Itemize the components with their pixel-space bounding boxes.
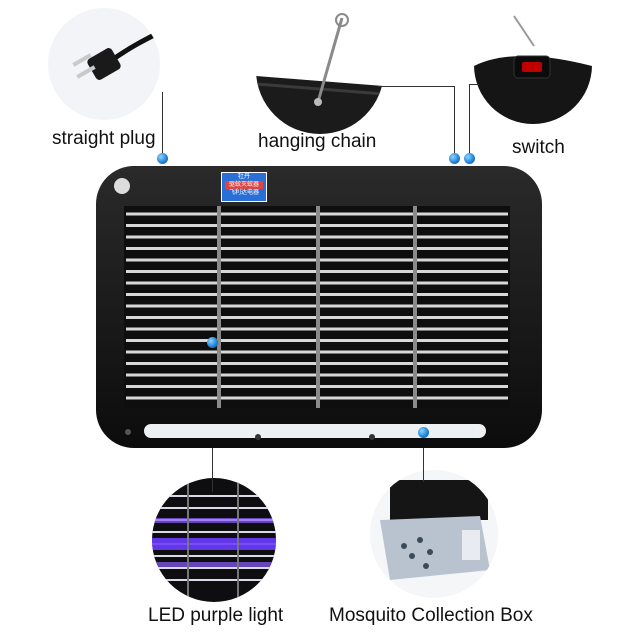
chain-icon: [256, 13, 384, 134]
chain-detail-circle: [256, 6, 384, 134]
product-badge: 牡丹 驱蚊灭蚊器 飞利达电器: [221, 172, 267, 202]
collection-box-icon: [380, 480, 490, 580]
plug-icon: [72, 29, 160, 80]
brand-logo: [114, 178, 130, 194]
chain-connector-h: [378, 86, 454, 87]
led-detail-circle: [152, 478, 276, 602]
chain-label: hanging chain: [258, 131, 377, 152]
plug-label: straight plug: [52, 128, 156, 149]
badge-top: 牡丹: [237, 173, 250, 180]
switch-label: switch: [512, 137, 565, 158]
chain-marker: [449, 153, 460, 164]
chain-connector-v: [454, 86, 455, 158]
badge-title: 驱蚊灭蚊器: [225, 181, 263, 189]
plug-connector: [162, 92, 163, 158]
switch-connector-v: [469, 84, 470, 158]
box-detail-circle: [370, 470, 498, 598]
led-grid-icon: [152, 478, 276, 602]
badge-sub: 飞利达电器: [228, 189, 259, 196]
led-label: LED purple light: [148, 605, 284, 626]
box-label: Mosquito Collection Box: [329, 605, 533, 626]
led-connector: [212, 342, 213, 492]
led-marker: [207, 337, 218, 348]
plug-detail-circle: [48, 8, 160, 120]
switch-connector-h: [469, 84, 479, 85]
switch-marker: [464, 153, 475, 164]
switch-detail-circle: [474, 6, 592, 124]
plug-marker: [157, 153, 168, 164]
switch-icon: [474, 15, 592, 124]
box-connector: [423, 432, 424, 482]
box-marker: [418, 427, 429, 438]
